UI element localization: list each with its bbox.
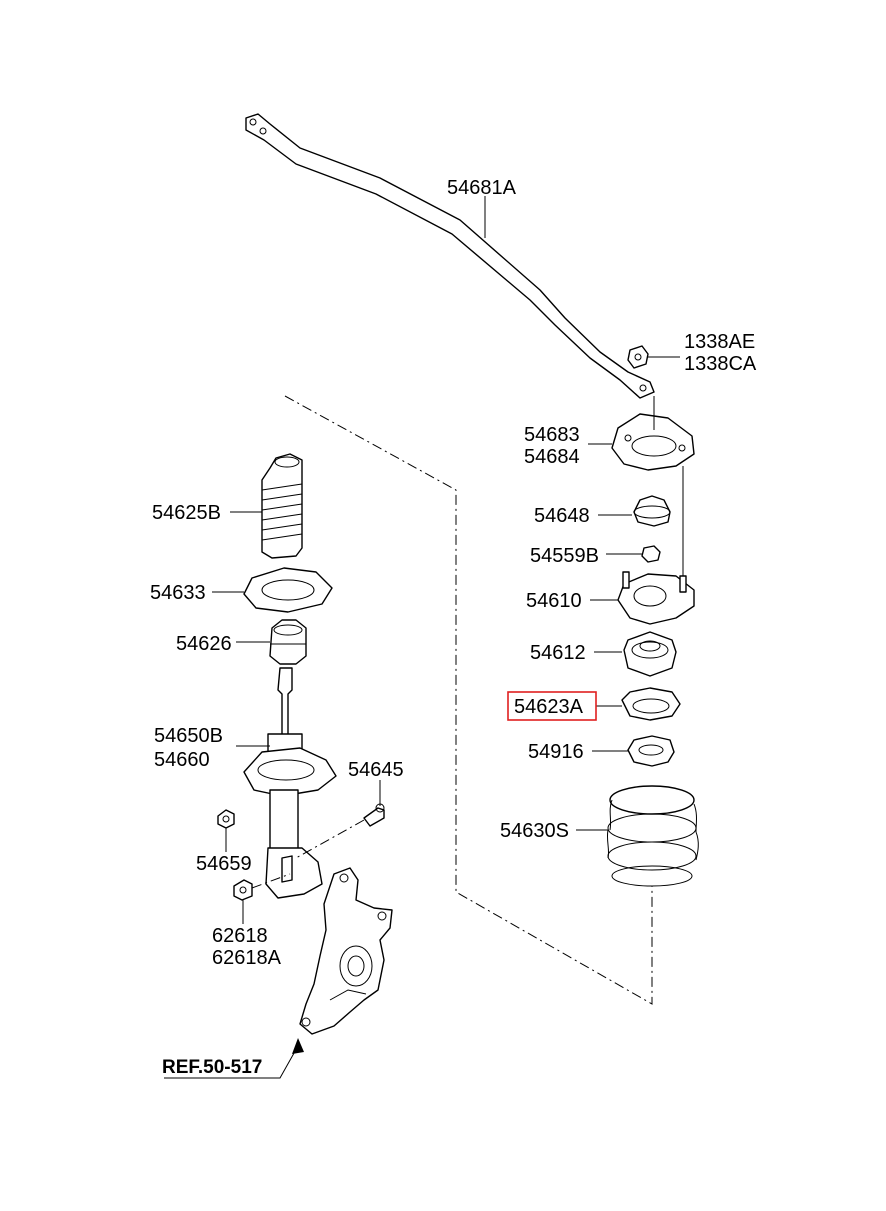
label-bracket-1[interactable]: 54683 [524,424,580,446]
steering-knuckle-part[interactable] [299,867,393,1035]
label-bolt[interactable]: 54645 [348,759,404,781]
lower-pad-part[interactable] [243,567,333,613]
label-insulator[interactable]: 54610 [526,590,582,612]
label-nut-top-1[interactable]: 1338AE [684,331,755,353]
label-strut-2[interactable]: 54660 [154,749,210,771]
label-strut-1[interactable]: 54650B [154,725,223,747]
label-lower-nut-1[interactable]: 62618 [212,925,268,947]
label-cap[interactable]: 54648 [534,505,590,527]
bearing-part[interactable] [623,631,677,677]
dust-cover-part[interactable] [261,453,303,559]
lock-nut-part[interactable] [641,545,661,563]
highlight-box [507,691,597,721]
label-coil-spring[interactable]: 54630S [500,820,569,842]
small-nut-part[interactable] [217,809,235,829]
coil-spring-part[interactable] [606,785,699,887]
label-nut-top-2[interactable]: 1338CA [684,353,757,375]
reference-leader [164,1045,299,1079]
reference-arrow-icon [292,1038,304,1054]
bracket-part[interactable] [611,396,695,471]
spring-pad-part[interactable] [627,735,675,767]
stabilizer-bar-part[interactable] [245,113,655,399]
label-lock-nut[interactable]: 54559B [530,545,599,567]
assembly-line-right [284,395,653,1005]
label-bracket-2[interactable]: 54684 [524,446,580,468]
label-lower-pad[interactable]: 54633 [150,582,206,604]
cap-part[interactable] [633,495,671,527]
label-bumper[interactable]: 54626 [176,633,232,655]
lower-nut-part[interactable] [233,879,253,901]
top-nut-part[interactable] [627,345,649,369]
label-upper-spring-seat[interactable]: 54623A [514,696,584,718]
label-stabilizer-bar[interactable]: 54681A [447,177,517,199]
label-lower-nut-2[interactable]: 62618A [212,947,282,969]
label-bearing[interactable]: 54612 [530,642,586,664]
insulator-part[interactable] [617,466,695,625]
label-reference[interactable]: REF.50-517 [162,1057,262,1078]
label-small-nut[interactable]: 54659 [196,853,252,875]
bumper-part[interactable] [269,619,307,665]
bolt-part[interactable] [363,803,385,827]
label-dust-cover[interactable]: 54625B [152,502,221,524]
label-spring-pad[interactable]: 54916 [528,741,584,763]
strut-assembly-part[interactable] [243,667,337,899]
upper-spring-seat-part[interactable] [621,687,681,721]
